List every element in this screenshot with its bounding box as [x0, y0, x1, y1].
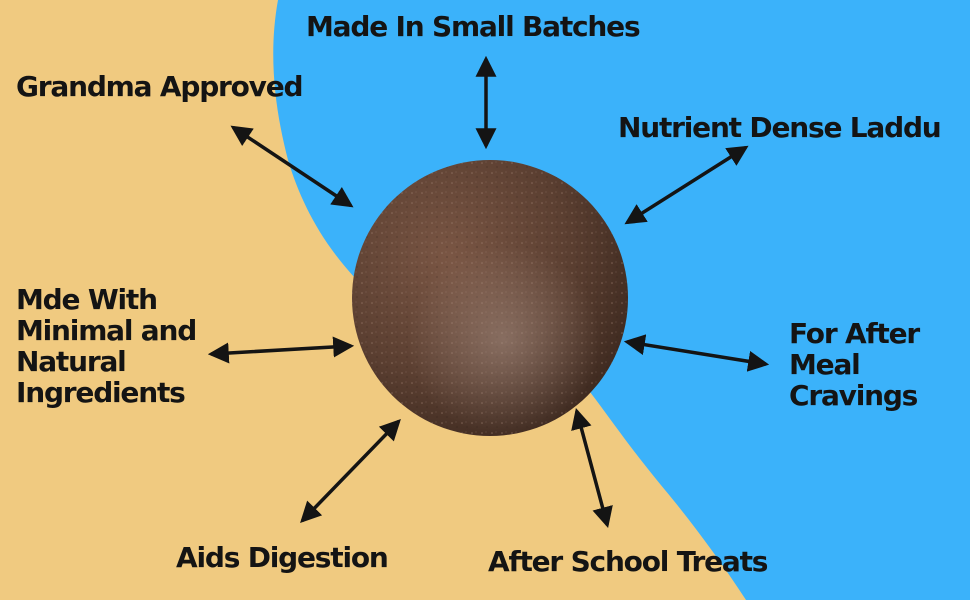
label-line: Meal [789, 348, 861, 381]
label-after-meal-cravings: For After Meal Cravings [789, 317, 920, 412]
laddu-image [352, 160, 628, 436]
label-made-in-small-batches: Made In Small Batches [306, 10, 641, 43]
arrow-digestion [300, 418, 401, 524]
label-line: For After [789, 317, 920, 350]
label-line: Ingredients [16, 376, 186, 409]
label-minimal-natural-ingredients: Mde With Minimal and Natural Ingredients [16, 283, 197, 409]
label-after-school-treats: After School Treats [488, 545, 768, 578]
arrow-grandma [230, 125, 354, 208]
label-grandma-approved: Grandma Approved [16, 70, 304, 103]
label-nutrient-dense-laddu: Nutrient Dense Laddu [618, 111, 942, 144]
label-line: Mde With [16, 283, 158, 316]
arrow-school [571, 407, 613, 529]
label-line: Natural [16, 345, 127, 378]
arrow-cravings [623, 334, 770, 372]
arrow-minimal [207, 336, 355, 364]
label-line: Cravings [789, 379, 918, 412]
arrow-nutrient [624, 145, 749, 225]
label-line: Minimal and [16, 314, 197, 347]
label-aids-digestion: Aids Digestion [176, 541, 389, 574]
